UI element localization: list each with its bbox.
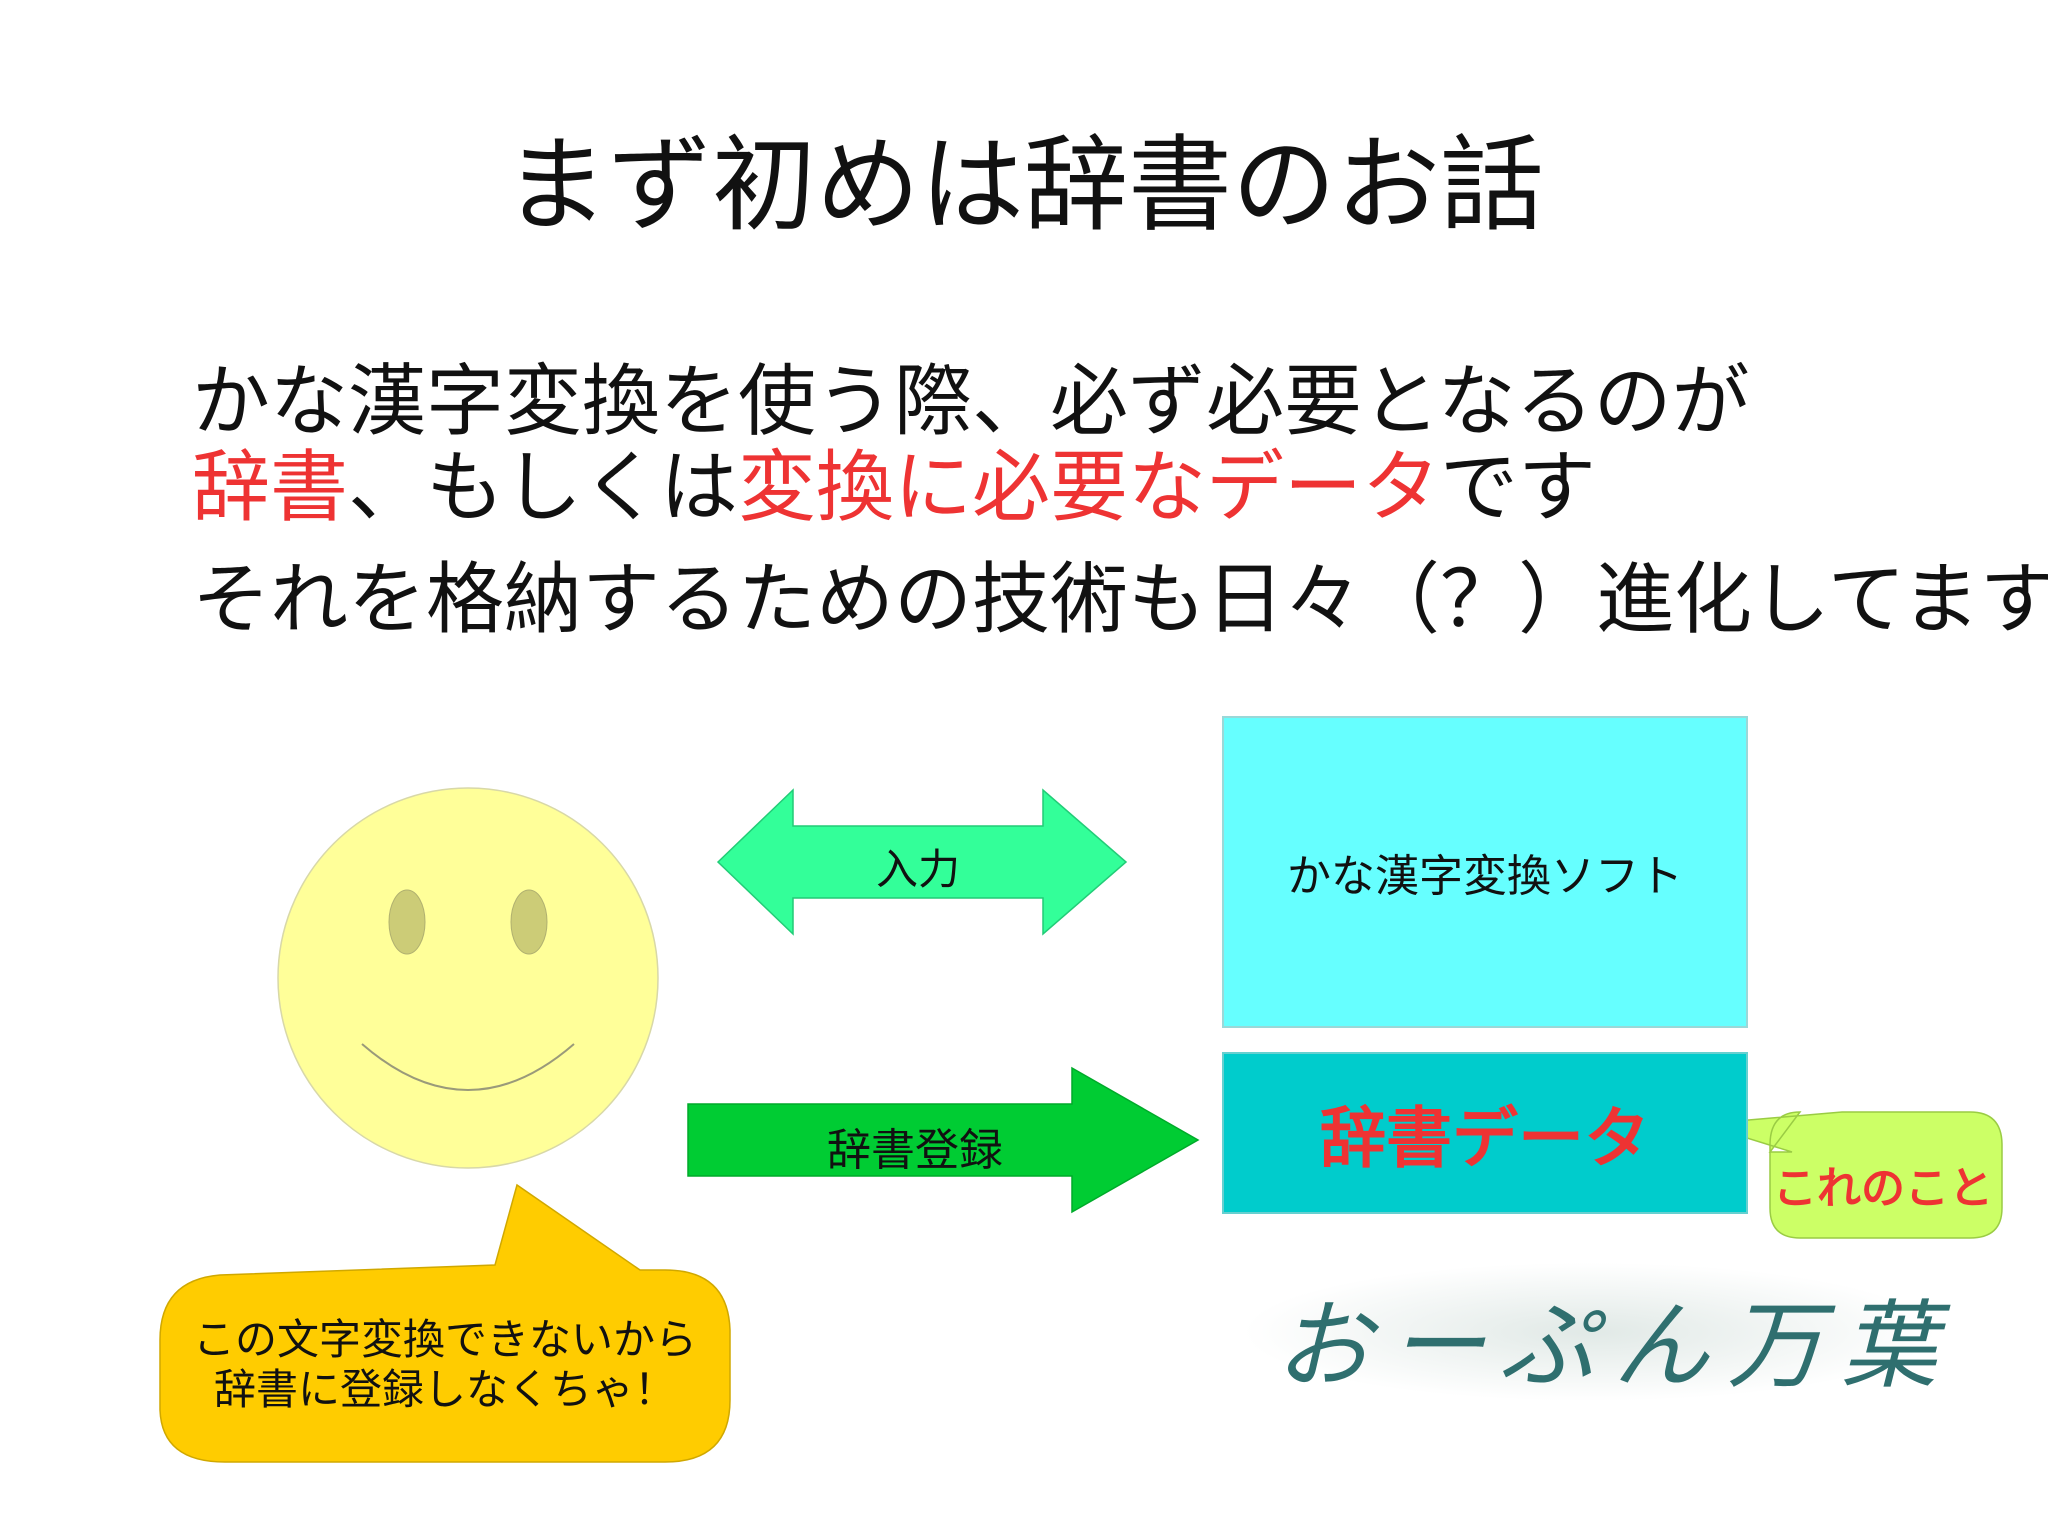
intro-line-2-text-b: です [1440,443,1597,533]
intro-line-2-text-a: 、もしくは [348,443,739,533]
intro-line-2: 辞書、もしくは変換に必要なデータです [192,443,1597,533]
arrow-register-label: 辞書登録 [827,1125,1003,1176]
user-bubble-text: この文字変換できないから 辞書に登録しなくちゃ！ [160,1315,730,1416]
user-bubble-line-1: この文字変換できないから [192,1315,697,1364]
kana-kanji-software-box: かな漢字変換ソフト [1222,716,1748,1028]
smiley-face [277,787,659,1169]
user-bubble-line-2: 辞書に登録しなくちゃ！ [213,1365,676,1415]
slide-title: まず初めは辞書のお話 [503,124,1544,246]
dictionary-data-box: 辞書データ [1222,1052,1748,1214]
left-eye [388,889,426,955]
intro-line-1: かな漢字変換を使う際、必ず必要となるのが [192,357,1750,447]
callout-bubble [1701,1111,2003,1239]
arrow-input-shape [716,788,1128,936]
open-manyo-logo: おーぷん万葉 [1275,1290,1956,1402]
user-speech-bubble [159,1183,731,1463]
right-eye [510,889,548,955]
arrow-register-shape [687,1066,1200,1214]
dictionary-box-label: 辞書データ [1320,1100,1650,1177]
smile [361,1043,575,1091]
highlight-conversion-data: 変換に必要なデータ [738,443,1441,533]
intro-line-3: それを格納するための技術も日々（？）進化してます [192,555,2048,645]
software-box-label: かな漢字変換ソフト [1287,851,1683,902]
highlight-dictionary: 辞書 [192,443,349,533]
logo-background [1240,1262,1940,1402]
arrow-input-label: 入力 [875,845,960,894]
callout-this-text: これのこと [1773,1163,1993,1214]
